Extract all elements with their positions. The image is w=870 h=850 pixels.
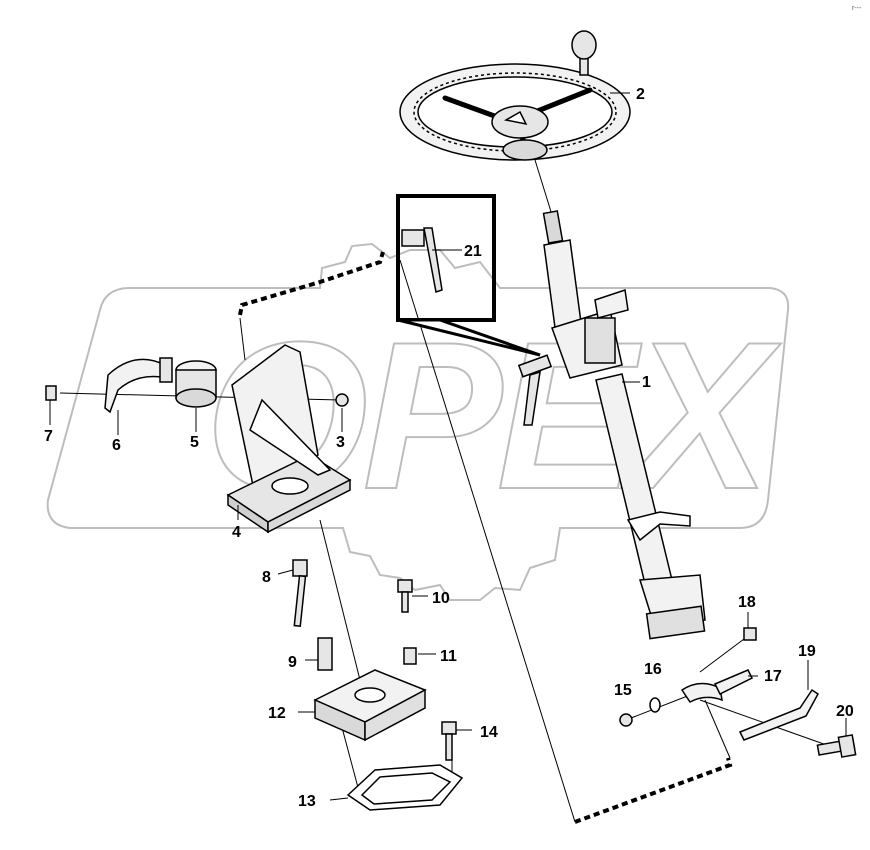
tilt-lever-inset	[396, 194, 541, 357]
callout-13: 13	[298, 793, 316, 810]
tilt-lever	[517, 354, 553, 426]
assembly-line-plate	[339, 719, 361, 796]
callout-10: 10	[432, 590, 450, 607]
dashed-boundary-bottom	[574, 757, 733, 824]
callout-12: 12	[268, 705, 286, 722]
callout-14: 14	[480, 724, 498, 741]
column-housing-block	[584, 317, 616, 364]
inset-lever-handle	[423, 227, 443, 293]
mount-bracket	[226, 344, 352, 534]
callout-11: 11	[440, 648, 457, 665]
plate-12	[313, 669, 427, 742]
fasteners	[45, 385, 857, 761]
inset-pointer	[397, 318, 541, 357]
lower-clamp-17	[680, 669, 754, 703]
steering-wheel	[399, 30, 631, 161]
callout-9: 9	[288, 654, 297, 671]
callout-3: 3	[336, 434, 345, 451]
callout-6: 6	[112, 437, 121, 454]
assembly-line-bracket	[239, 317, 246, 361]
column-lower-block	[645, 605, 706, 640]
callout-1: 1	[642, 374, 651, 391]
clamp-6	[104, 357, 173, 414]
assembly-line-column	[399, 259, 576, 823]
assembly-line-bolt-18	[699, 635, 749, 673]
spacer-5	[175, 360, 217, 408]
callout-18: 18	[738, 594, 756, 611]
callout-17: 17	[764, 668, 782, 685]
column-side-tab	[594, 289, 629, 319]
dashed-boundary-left	[238, 251, 385, 316]
steering-column	[534, 159, 706, 640]
watermark-logo: OPEX	[46, 242, 790, 601]
bracket-19	[738, 688, 819, 741]
callout-labels: 1 2 3 4 5 6 7 8 9 10 11 12 13 14 15 16 1…	[44, 86, 854, 810]
assembly-line-column-right	[704, 699, 731, 759]
column-clamp-upper	[626, 511, 691, 542]
bracket-gusset	[249, 398, 332, 476]
assembly-line-mount	[319, 519, 366, 701]
callout-7: 7	[44, 428, 53, 445]
callout-16: 16	[644, 661, 662, 678]
callout-5: 5	[190, 434, 199, 451]
column-spline	[542, 210, 564, 244]
callout-4: 4	[232, 524, 241, 541]
inset-frame	[396, 194, 496, 322]
corner-mark: r---	[852, 5, 862, 12]
callout-21: 21	[464, 243, 482, 260]
bracket-base-side	[267, 478, 351, 534]
callout-20: 20	[836, 703, 854, 720]
inset-lever-head	[401, 229, 425, 247]
callout-15: 15	[614, 682, 632, 699]
plate-13	[346, 764, 464, 811]
callout-2: 2	[636, 86, 645, 103]
callout-8: 8	[262, 569, 271, 586]
watermark-gear-outline	[46, 242, 790, 601]
spinner-knob	[571, 30, 597, 60]
callout-19: 19	[798, 643, 816, 660]
leader-lines	[49, 92, 847, 801]
